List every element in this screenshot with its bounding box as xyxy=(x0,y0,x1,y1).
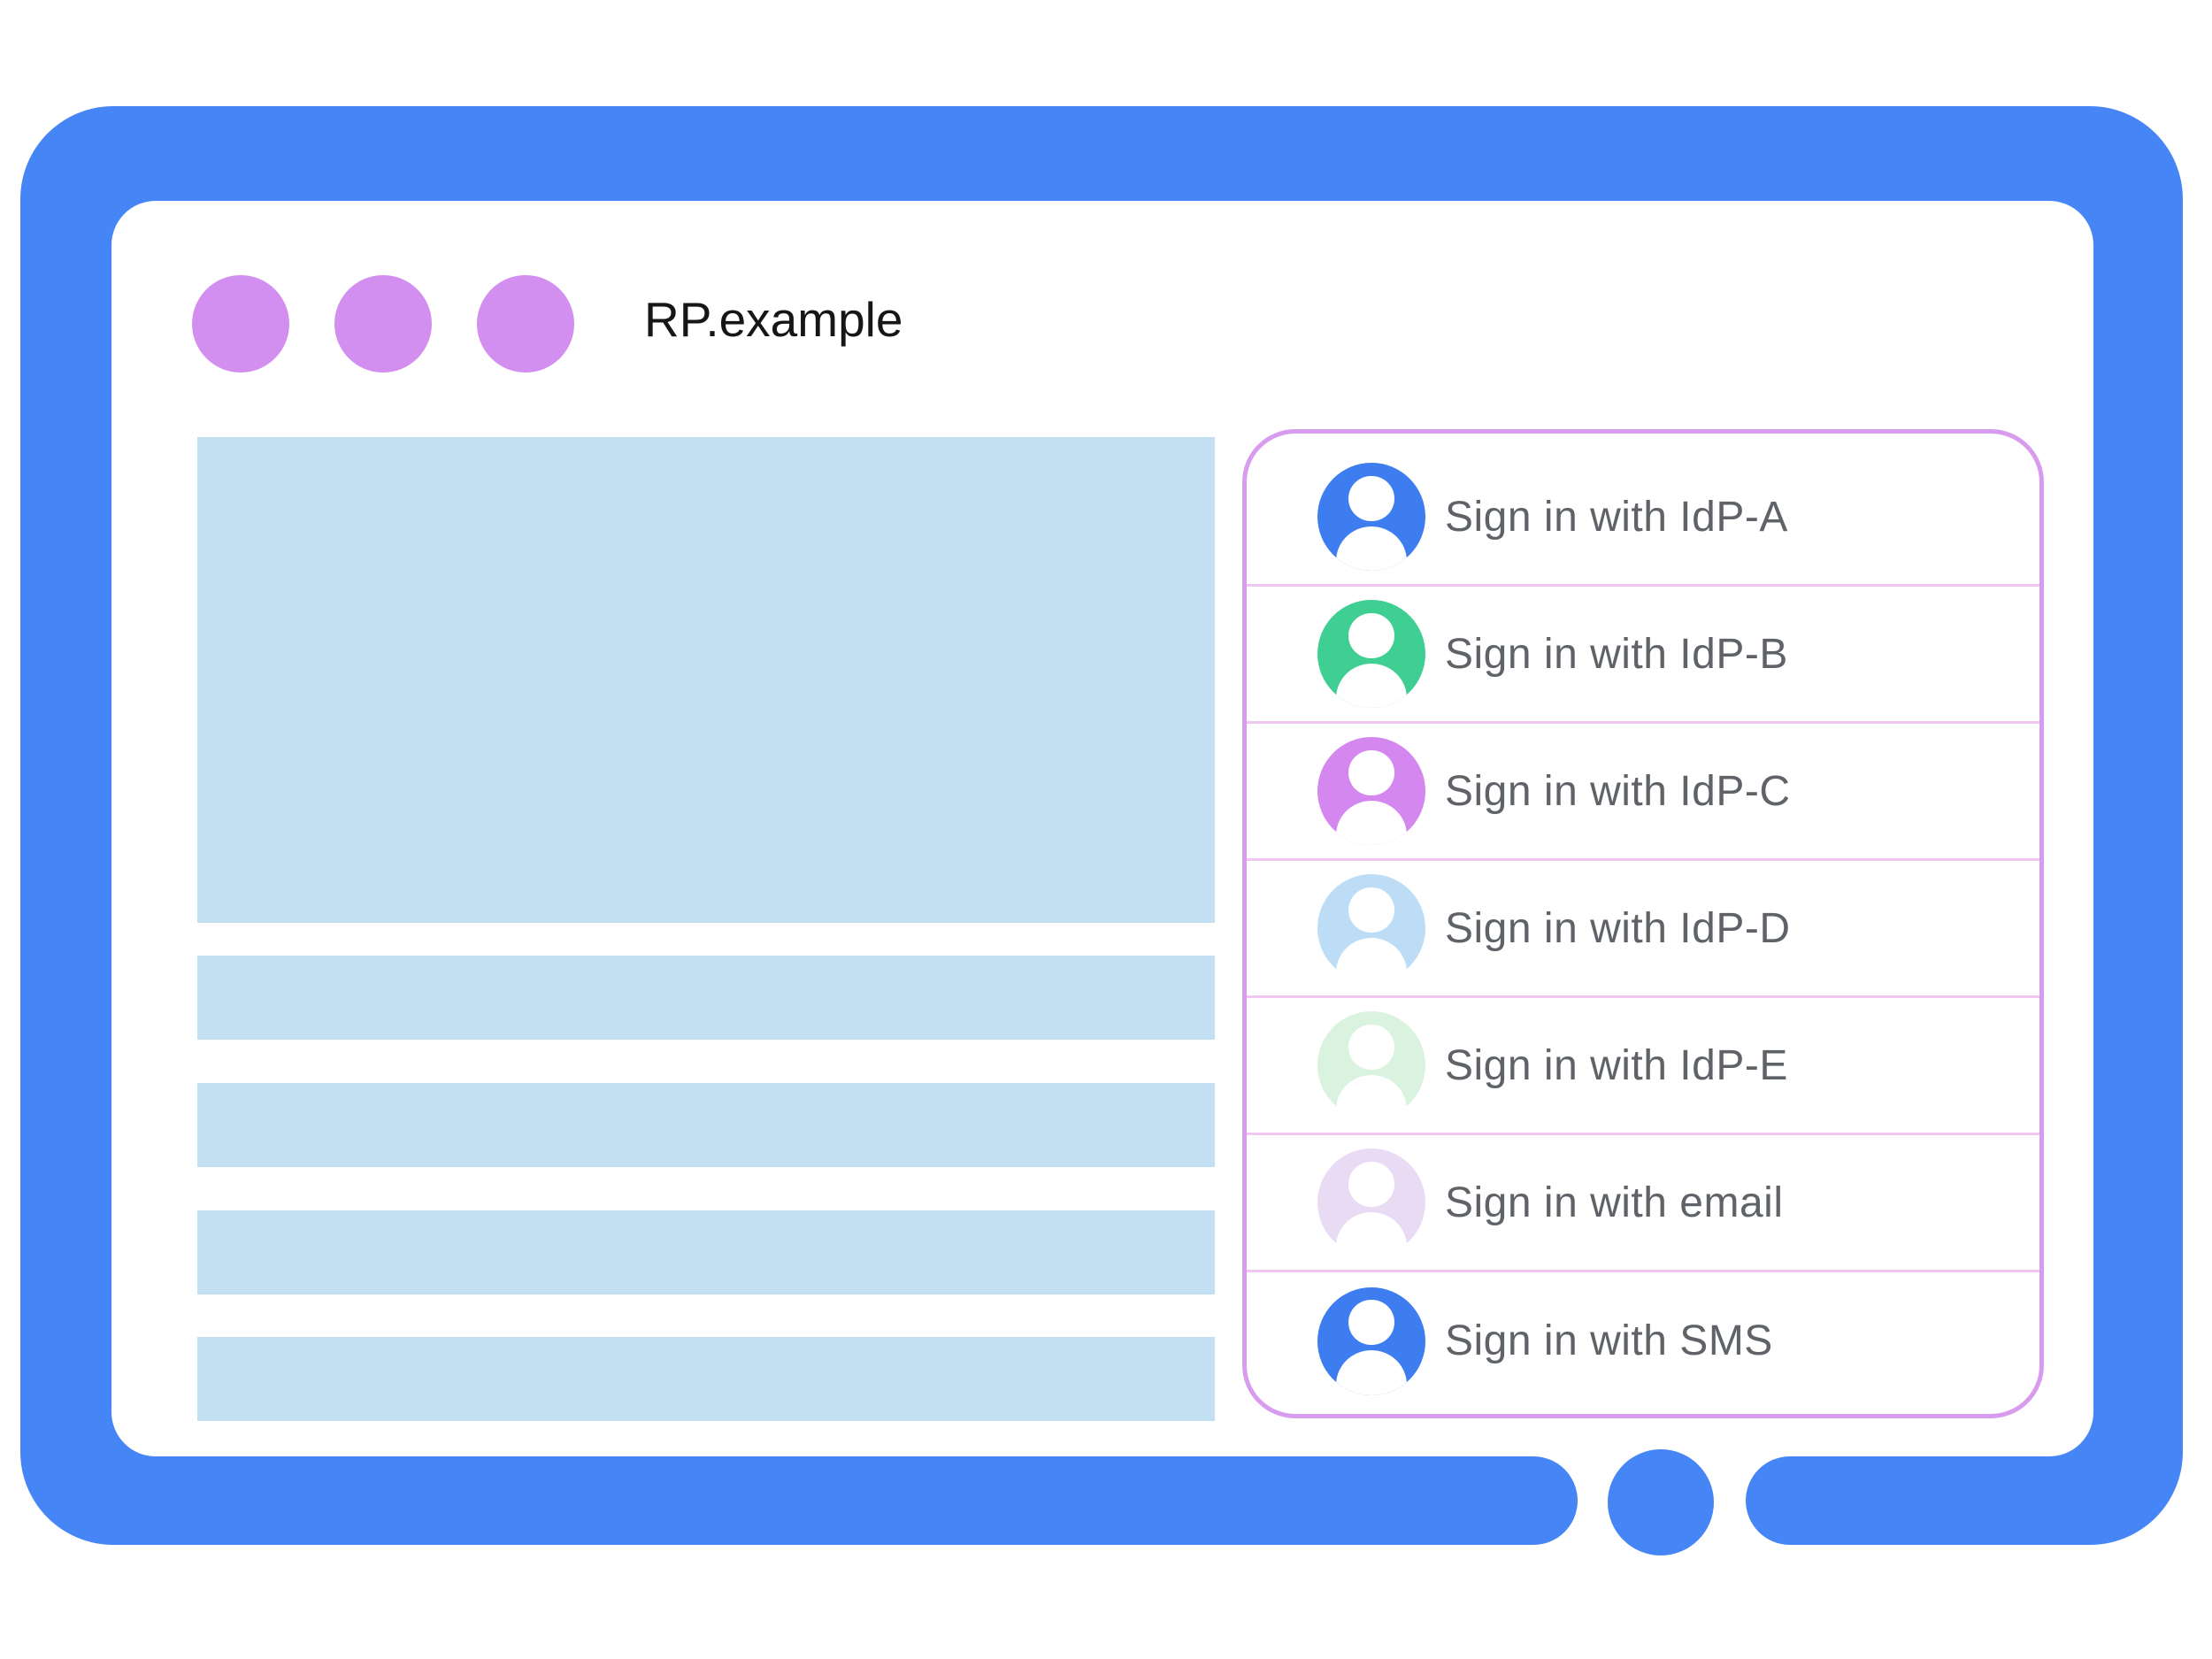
signin-option-label: Sign in with IdP-C xyxy=(1445,767,1791,815)
avatar-torso xyxy=(1335,526,1408,571)
avatar-torso xyxy=(1335,663,1408,708)
avatar-head xyxy=(1348,887,1394,933)
bezel-left-cap xyxy=(1451,1456,1578,1545)
signin-chooser-panel: Sign in with IdP-A Sign in with IdP-B Si… xyxy=(1242,429,2044,1418)
avatar-head xyxy=(1348,1024,1394,1070)
content-placeholder-bar xyxy=(197,1337,1215,1421)
avatar-head xyxy=(1348,1161,1394,1207)
window-control-dot-1[interactable] xyxy=(192,275,289,373)
page-title: RP.example xyxy=(644,292,903,347)
signin-option-idp-a[interactable]: Sign in with IdP-A xyxy=(1247,449,2039,587)
signin-option-label: Sign in with IdP-B xyxy=(1445,630,1788,678)
user-avatar-icon xyxy=(1317,600,1425,708)
bezel-right-cap xyxy=(1746,1456,1872,1545)
user-avatar-icon xyxy=(1317,737,1425,845)
signin-option-idp-e[interactable]: Sign in with IdP-E xyxy=(1247,998,2039,1135)
avatar-torso xyxy=(1335,1074,1408,1119)
avatar-head xyxy=(1348,1300,1394,1346)
avatar-torso xyxy=(1335,1211,1408,1256)
window-control-dot-2[interactable] xyxy=(334,275,432,373)
user-avatar-icon xyxy=(1317,1148,1425,1256)
avatar-head xyxy=(1348,475,1394,521)
signin-option-label: Sign in with IdP-E xyxy=(1445,1041,1788,1089)
content-placeholder-hero xyxy=(197,437,1215,923)
content-placeholder-bar xyxy=(197,1210,1215,1294)
content-placeholder-bar xyxy=(197,956,1215,1040)
signin-option-idp-d[interactable]: Sign in with IdP-D xyxy=(1247,861,2039,998)
avatar-head xyxy=(1348,612,1394,658)
signin-option-label: Sign in with email xyxy=(1445,1179,1784,1226)
user-avatar-icon xyxy=(1317,463,1425,571)
signin-option-label: Sign in with IdP-A xyxy=(1445,493,1788,541)
signin-option-idp-b[interactable]: Sign in with IdP-B xyxy=(1247,587,2039,724)
user-avatar-icon xyxy=(1317,1286,1425,1395)
window-control-dot-3[interactable] xyxy=(477,275,574,373)
signin-option-email[interactable]: Sign in with email xyxy=(1247,1135,2039,1272)
user-avatar-icon xyxy=(1317,1011,1425,1119)
signin-option-idp-c[interactable]: Sign in with IdP-C xyxy=(1247,724,2039,861)
signin-option-label: Sign in with IdP-D xyxy=(1445,904,1791,952)
avatar-head xyxy=(1348,749,1394,795)
signin-option-sms[interactable]: Sign in with SMS xyxy=(1247,1272,2039,1409)
avatar-torso xyxy=(1335,800,1408,845)
signin-option-label: Sign in with SMS xyxy=(1445,1317,1773,1364)
user-avatar-icon xyxy=(1317,874,1425,982)
content-placeholder-bar xyxy=(197,1083,1215,1167)
avatar-torso xyxy=(1335,1350,1408,1395)
avatar-torso xyxy=(1335,937,1408,982)
home-button[interactable] xyxy=(1608,1449,1714,1555)
